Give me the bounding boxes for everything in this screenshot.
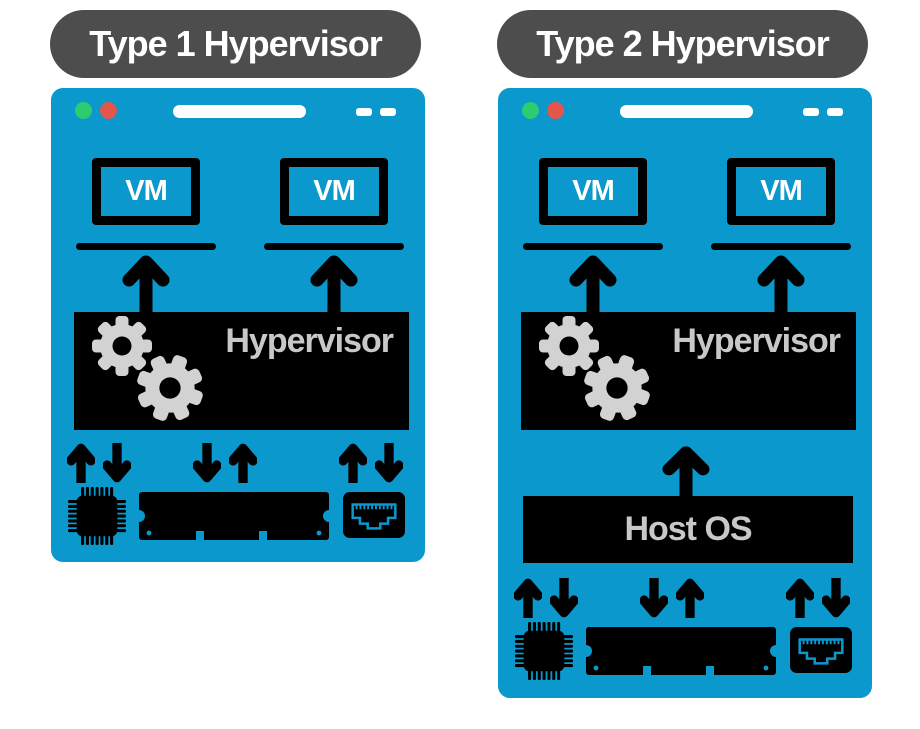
window-dot-red-icon <box>547 102 564 119</box>
window-dash-icon <box>380 108 396 116</box>
vm-laptop-icon: VM <box>76 158 216 250</box>
window-dot-green-icon <box>75 102 92 119</box>
ram-module-icon <box>586 627 776 675</box>
hypervisor-bar: Hypervisor <box>521 312 856 430</box>
hypervisor-label: Hypervisor <box>225 322 394 360</box>
laptop-screen: VM <box>92 158 200 225</box>
type1-window: VM VM <box>51 88 425 562</box>
laptop-base <box>711 243 851 250</box>
up-arrow-icon <box>514 578 542 618</box>
window-dash-icon <box>827 108 843 116</box>
vm-laptop-icon: VM <box>523 158 663 250</box>
laptop-base <box>76 243 216 250</box>
network-io-arrows <box>339 443 403 483</box>
laptop-screen: VM <box>539 158 647 225</box>
up-arrow-icon <box>229 443 257 483</box>
type2-window: VM VM <box>498 88 872 698</box>
type1-hypervisor-panel: Type 1 Hypervisor VM VM <box>50 0 425 729</box>
hardware-io-arrows <box>498 578 873 618</box>
up-arrow-icon <box>310 255 358 315</box>
network-port-icon <box>790 627 852 673</box>
ram-io-arrows <box>640 578 704 618</box>
window-dash-icon <box>356 108 372 116</box>
hardware-io-arrows <box>51 443 426 483</box>
ram-module-icon <box>139 492 329 540</box>
window-titlebar-pill <box>173 105 306 118</box>
window-dot-red-icon <box>100 102 117 119</box>
down-arrow-icon <box>103 443 131 483</box>
up-arrow-icon <box>786 578 814 618</box>
type1-panel-title: Type 1 Hypervisor <box>50 10 421 78</box>
cpu-chip-icon <box>68 487 126 545</box>
network-io-arrows <box>786 578 850 618</box>
gears-icon <box>92 316 203 421</box>
down-arrow-icon <box>193 443 221 483</box>
vm-label: VM <box>760 175 802 207</box>
down-arrow-icon <box>550 578 578 618</box>
up-arrow-icon <box>757 255 805 315</box>
cpu-io-arrows <box>67 443 131 483</box>
vm-label: VM <box>572 175 614 207</box>
window-titlebar-pill <box>620 105 753 118</box>
gears-icon <box>539 316 650 421</box>
hypervisor-label: Hypervisor <box>672 322 841 360</box>
down-arrow-icon <box>640 578 668 618</box>
hypervisor-bar: Hypervisor <box>74 312 409 430</box>
down-arrow-icon <box>822 578 850 618</box>
cpu-chip-icon <box>515 622 573 680</box>
cpu-io-arrows <box>514 578 578 618</box>
up-arrow-icon <box>569 255 617 315</box>
laptop-base <box>523 243 663 250</box>
laptop-base <box>264 243 404 250</box>
host-os-bar: Host OS <box>523 496 853 563</box>
laptop-screen: VM <box>727 158 835 225</box>
up-arrow-icon <box>339 443 367 483</box>
laptop-screen: VM <box>280 158 388 225</box>
up-arrow-icon <box>122 255 170 315</box>
vm-label: VM <box>313 175 355 207</box>
type2-hypervisor-panel: Type 2 Hypervisor VM VM <box>497 0 872 729</box>
ram-io-arrows <box>193 443 257 483</box>
network-port-icon <box>343 492 405 538</box>
down-arrow-icon <box>375 443 403 483</box>
vm-label: VM <box>125 175 167 207</box>
window-dot-green-icon <box>522 102 539 119</box>
up-arrow-icon <box>662 446 710 502</box>
up-arrow-icon <box>67 443 95 483</box>
up-arrow-icon <box>676 578 704 618</box>
vm-laptop-icon: VM <box>264 158 404 250</box>
window-dash-icon <box>803 108 819 116</box>
type2-panel-title: Type 2 Hypervisor <box>497 10 868 78</box>
host-os-label: Host OS <box>624 510 752 548</box>
vm-laptop-icon: VM <box>711 158 851 250</box>
